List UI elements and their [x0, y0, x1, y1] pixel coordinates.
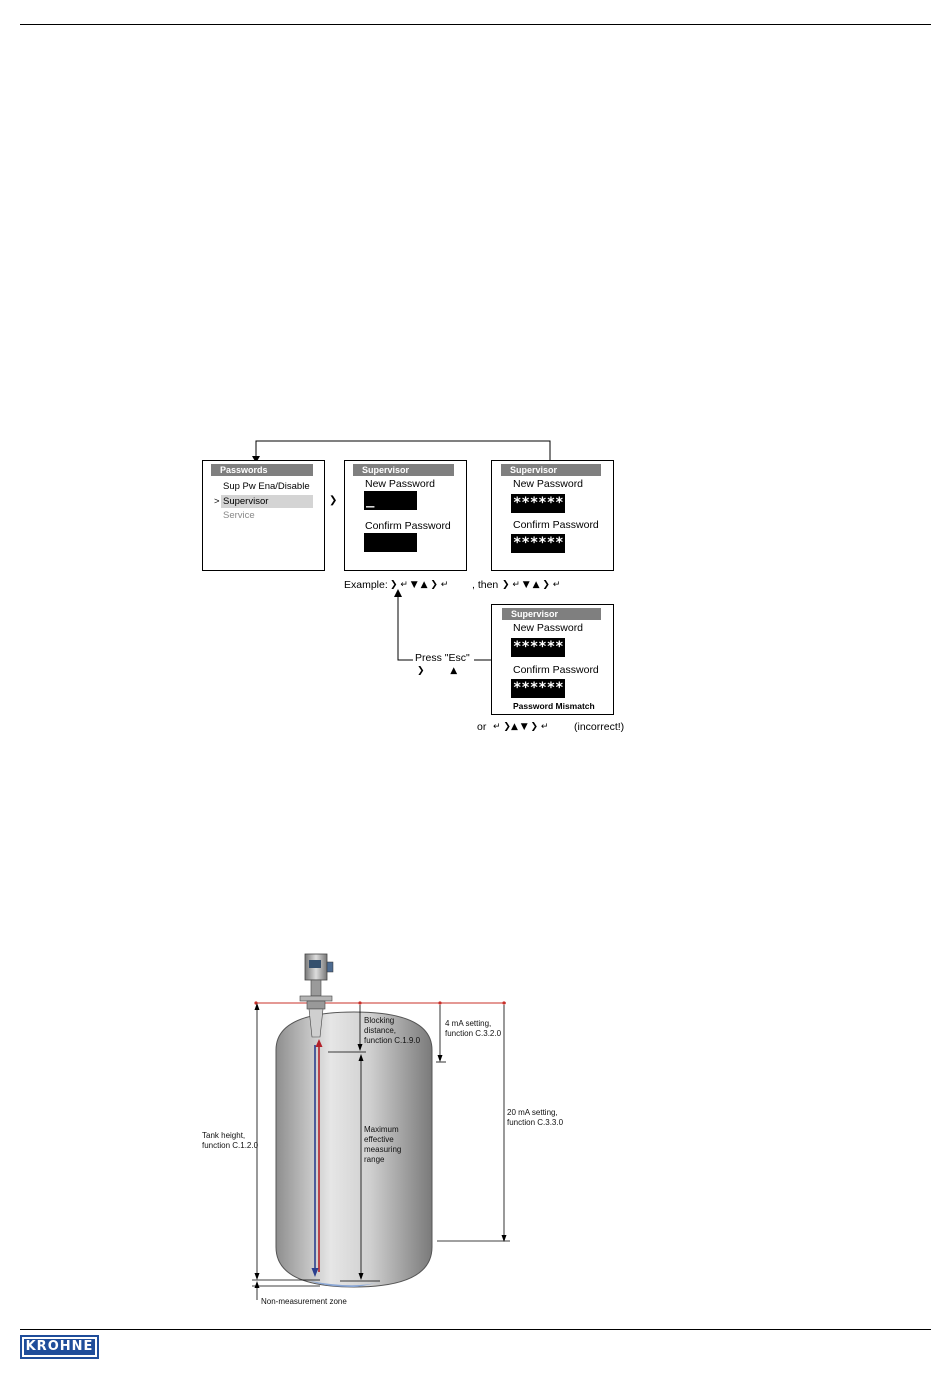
- example-then: , then: [472, 579, 499, 591]
- bottom-rule: [20, 1329, 931, 1330]
- press-esc-label: Press "Esc": [415, 652, 470, 664]
- new-password-label: New Password: [365, 478, 436, 490]
- menu-item-service[interactable]: Service: [223, 510, 255, 521]
- confirm-password-field[interactable]: ******: [511, 679, 565, 698]
- confirm-password-field[interactable]: ******: [511, 534, 565, 553]
- supervisor-filled-screen: Supervisor New Password ****** Confirm P…: [491, 460, 614, 571]
- supervisor-header: Supervisor: [353, 464, 454, 476]
- new-password-label: New Password: [513, 478, 584, 490]
- supervisor-header: Supervisor: [501, 464, 601, 476]
- supervisor-mismatch-screen: Supervisor New Password ****** Confirm P…: [491, 604, 614, 715]
- incorrect-note: (incorrect!): [574, 721, 625, 733]
- example-label: Example:: [344, 579, 388, 591]
- confirm-password-field[interactable]: [364, 533, 417, 552]
- or-label: or: [477, 721, 487, 733]
- password-flow-lines: [252, 440, 551, 661]
- supervisor-header: Supervisor: [502, 608, 601, 620]
- example-keys-second: ❯ ↵ ▼ ▲ ❯ ↵: [502, 580, 561, 590]
- supervisor-new-screen: Supervisor New Password _ Confirm Passwo…: [344, 460, 467, 571]
- menu-item-sup-pw[interactable]: Sup Pw Ena/Disable: [223, 481, 310, 492]
- example-keys-first: ❯ ↵ ▼ ▲ ❯ ↵: [390, 580, 449, 590]
- new-password-field[interactable]: ******: [511, 638, 565, 657]
- menu-item-supervisor-highlight[interactable]: [221, 495, 313, 508]
- confirm-password-label: Confirm Password: [513, 664, 599, 676]
- confirm-password-label: Confirm Password: [365, 520, 451, 532]
- tank-height-label: Tank height,function C.1.2.0: [202, 1131, 259, 1150]
- confirm-password-label: Confirm Password: [513, 519, 599, 531]
- passwords-screen: Passwords Sup Pw Ena/Disable > Superviso…: [202, 460, 325, 571]
- four-ma-label: 4 mA setting,function C.3.2.0: [445, 1019, 502, 1038]
- top-rule: [20, 24, 931, 25]
- new-password-field[interactable]: _: [364, 491, 417, 510]
- krohne-logo: KROHNE: [20, 1335, 99, 1359]
- new-password-field[interactable]: ******: [511, 494, 565, 513]
- chevron-right-icon: ❯: [329, 495, 338, 506]
- mismatch-message: Password Mismatch: [513, 701, 595, 711]
- menu-cursor: >: [214, 496, 220, 507]
- passwords-header: Passwords: [211, 464, 313, 476]
- twenty-ma-label: 20 mA setting,function C.3.3.0: [507, 1108, 564, 1127]
- esc-keys: ❯ ▲: [417, 666, 458, 676]
- non-measurement-label: Non-measurement zone: [261, 1297, 347, 1306]
- incorrect-keys: ↵ ❯▲ ▼ ❯ ↵: [493, 722, 549, 732]
- menu-item-supervisor[interactable]: Supervisor: [223, 496, 269, 507]
- new-password-label: New Password: [513, 622, 584, 634]
